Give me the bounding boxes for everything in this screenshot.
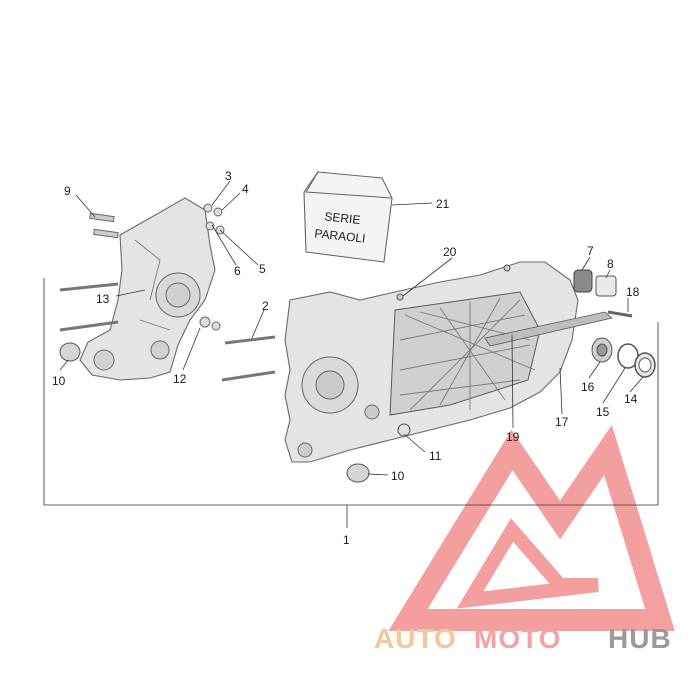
callout-17: 17	[555, 415, 569, 429]
callout-3: 3	[225, 169, 232, 183]
callout-15: 15	[596, 405, 610, 419]
callout-19: 19	[506, 430, 520, 444]
callout-9: 9	[64, 184, 71, 198]
assembly-bracket	[43, 278, 659, 528]
callout-13: 13	[96, 292, 110, 306]
callout-7: 7	[587, 244, 594, 258]
callout-4: 4	[242, 182, 249, 196]
watermark-part-auto: AUTO	[374, 623, 457, 654]
callout-8: 8	[607, 257, 614, 271]
callout-10-bottom: 10	[391, 469, 405, 483]
callout-16: 16	[581, 380, 595, 394]
leader-lines	[59, 180, 644, 476]
callout-20: 20	[443, 245, 457, 259]
callout-2: 2	[262, 299, 269, 313]
watermark-part-hub: HUB	[608, 623, 672, 654]
callout-11: 11	[429, 449, 442, 463]
callout-14: 14	[624, 392, 638, 406]
main-crankcase	[284, 261, 579, 463]
callout-1: 1	[343, 533, 350, 547]
hardware-parts	[59, 203, 656, 483]
callout-10-left: 10	[52, 374, 66, 388]
callout-21: 21	[436, 197, 450, 211]
watermark-part-moto: MOTO	[474, 623, 561, 654]
callout-labels: 1 2 3 4 5 6 7 8 9 10 10 11 12 13 14 15 1…	[52, 169, 640, 547]
bag-label-line1: SERIE	[324, 209, 361, 227]
callout-18: 18	[626, 285, 640, 299]
callout-12: 12	[173, 372, 187, 386]
bag-label-line2: PARAOLI	[314, 226, 366, 245]
callout-5: 5	[259, 262, 266, 276]
seal-kit-bag: SERIE PARAOLI	[303, 171, 393, 263]
watermark-wordmark: AUTO MOTO HUB	[374, 623, 672, 654]
watermark-logo	[388, 424, 675, 631]
left-crankcase-half	[79, 197, 216, 381]
callout-6: 6	[234, 264, 241, 278]
